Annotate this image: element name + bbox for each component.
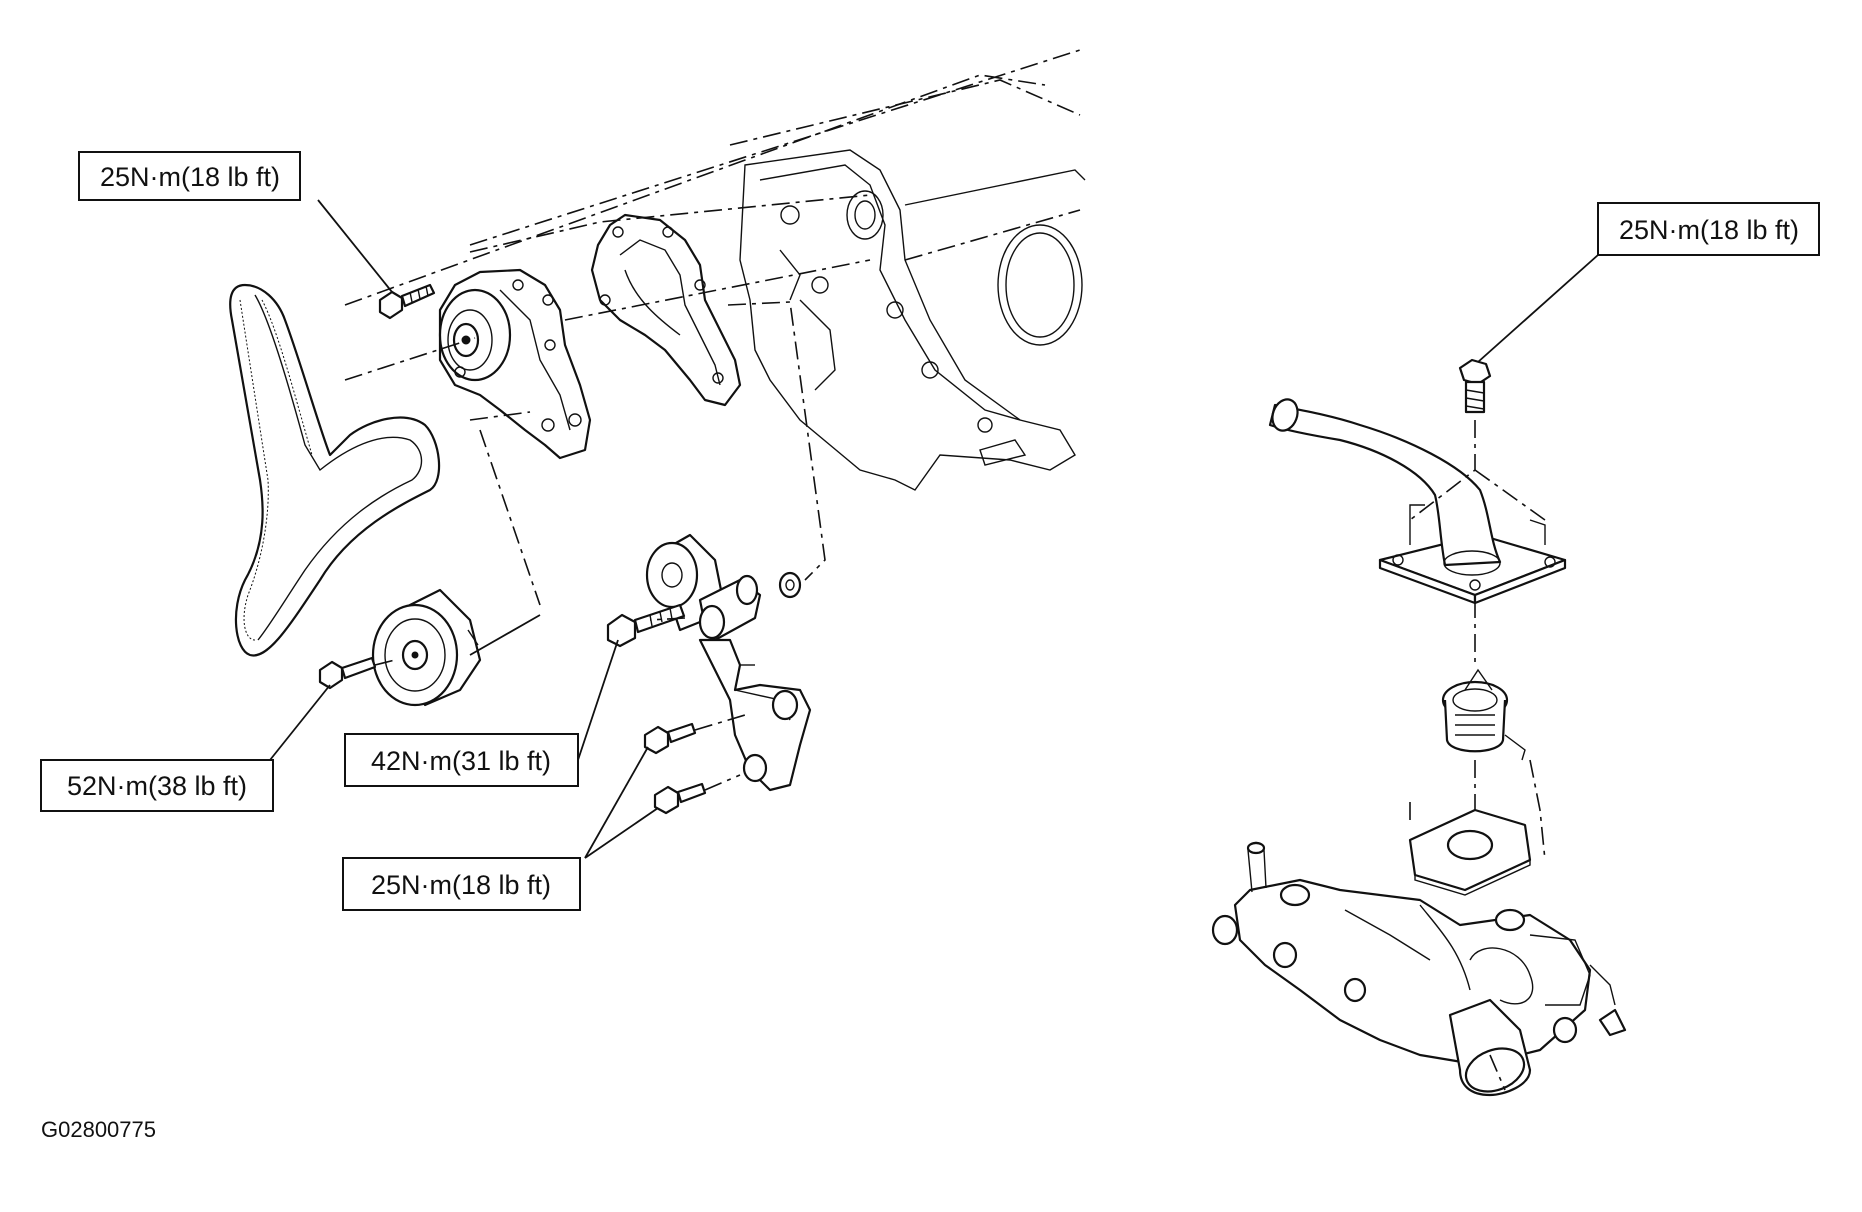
alignment-lines-right <box>1409 420 1546 1091</box>
thermostat-housing-bolt <box>1458 358 1492 414</box>
water-pump <box>438 268 592 460</box>
auto-tensioner <box>698 638 812 792</box>
tensioner-bolt-lower <box>653 782 707 815</box>
callout-idler-pulley-bolt-label: 52N·m(38 lb ft) <box>67 771 247 801</box>
engine-block <box>344 49 1086 491</box>
callout-leaders <box>269 199 1599 859</box>
tensioner-bolt-upper <box>643 722 697 755</box>
alignment-lines-left <box>344 194 871 791</box>
thermostat-gasket <box>1408 808 1532 896</box>
water-pump-gasket <box>590 213 742 407</box>
callout-thermostat-housing-bolt-label: 25N·m(18 lb ft) <box>1619 215 1799 245</box>
callout-tensioner-pulley-bolt: 42N·m(31 lb ft) <box>344 733 579 787</box>
callout-tensioner-bolts: 25N·m(18 lb ft) <box>342 857 581 911</box>
callout-tensioner-bolts-label: 25N·m(18 lb ft) <box>371 870 551 900</box>
idler-pulley-bolt <box>318 656 377 690</box>
idler-pulley <box>371 588 482 707</box>
water-inlet-housing <box>1211 841 1627 1097</box>
tensioner-pulley <box>645 533 762 642</box>
figure-id: G02800775 <box>41 1117 156 1142</box>
thermostat <box>1441 668 1526 761</box>
callout-tensioner-pulley-bolt-label: 42N·m(31 lb ft) <box>371 746 551 776</box>
callout-thermostat-housing-bolt: 25N·m(18 lb ft) <box>1597 202 1820 256</box>
tensioner-washer <box>778 571 802 599</box>
timing-belt <box>229 283 441 657</box>
callout-water-pump-bolt-label: 25N·m(18 lb ft) <box>100 162 280 192</box>
thermostat-housing <box>1268 398 1567 605</box>
callout-water-pump-bolt: 25N·m(18 lb ft) <box>78 151 301 201</box>
tensioner-pulley-bolt <box>606 603 686 648</box>
callout-idler-pulley-bolt: 52N·m(38 lb ft) <box>40 759 274 812</box>
